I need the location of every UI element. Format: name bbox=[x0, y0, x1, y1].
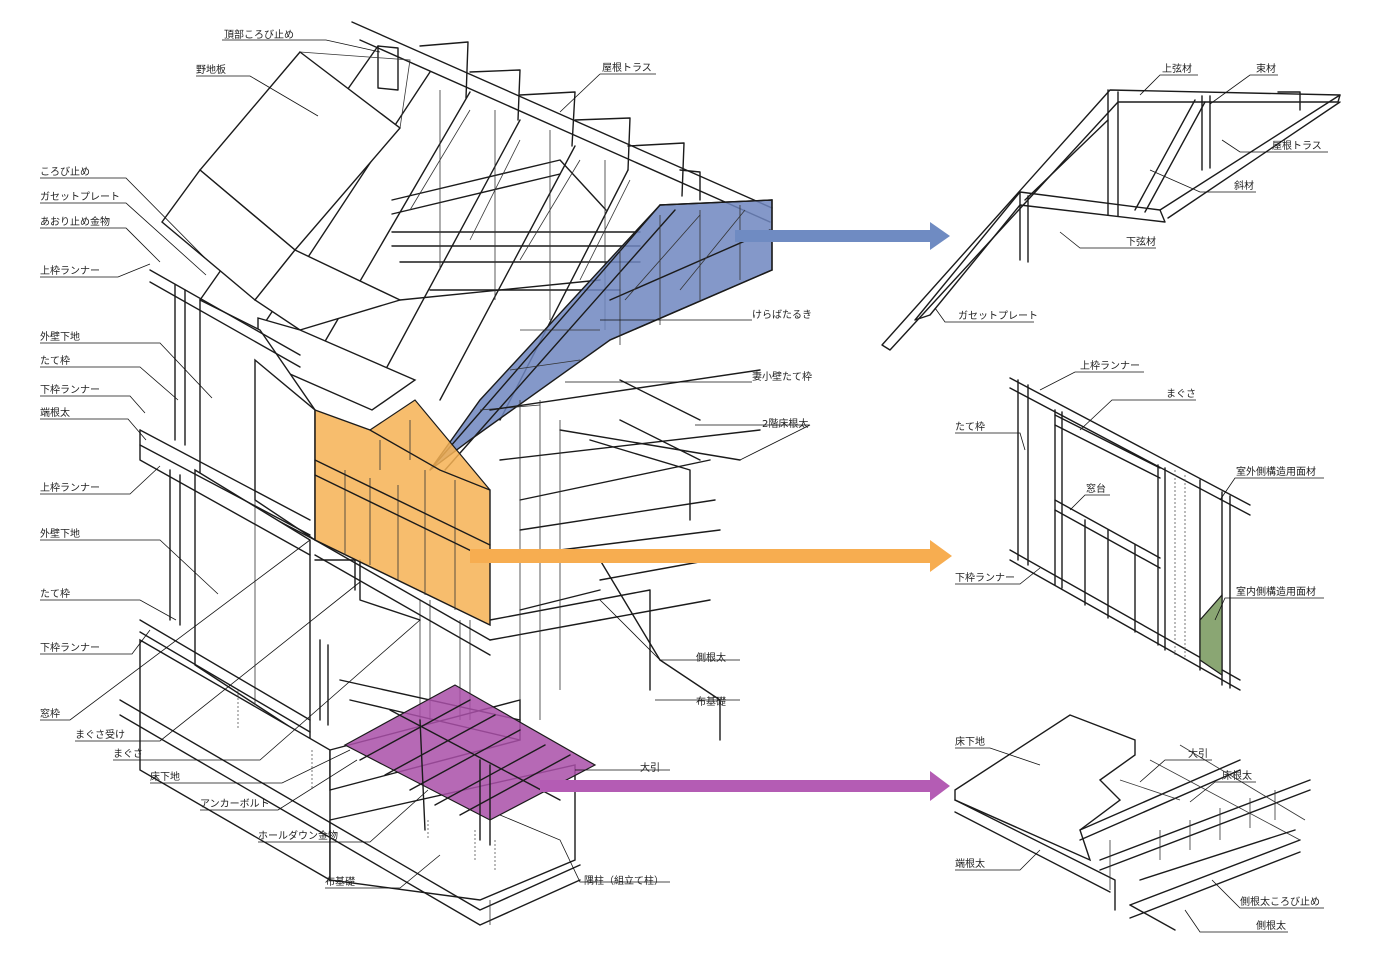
label-top-runner-upper: 上枠ランナー bbox=[40, 264, 100, 277]
label-subfloor: 床下地 bbox=[150, 770, 180, 783]
label-floor-subfloor: 床下地 bbox=[955, 735, 985, 748]
label-floor-side-joist: 側根太 bbox=[1256, 919, 1286, 932]
label-wall-top-runner: 上枠ランナー bbox=[1080, 359, 1140, 372]
label-side-rim-joist: 側根太 bbox=[696, 651, 726, 664]
label-floor-joist: 床根太 bbox=[1222, 769, 1252, 782]
roof-sheathing bbox=[161, 51, 417, 411]
detail-truss bbox=[881, 89, 1341, 351]
labels-left: ころび止め ガセットプレート あおり止め金物 上枠ランナー 外壁下地 たて枠 下… bbox=[40, 166, 355, 888]
detail-wall bbox=[1009, 377, 1251, 691]
label-bottom-runner-lower: 下枠ランナー bbox=[40, 641, 100, 654]
wall-panel-highlight bbox=[314, 399, 491, 627]
label-side-joist-blocking: 側根太ころび止め bbox=[1240, 895, 1320, 908]
label-stud-lower: たて枠 bbox=[40, 587, 70, 600]
label-wall-bottom-runner: 下枠ランナー bbox=[955, 571, 1015, 584]
label-floor-rim-joist: 端根太 bbox=[955, 857, 985, 870]
label-strut: 束材 bbox=[1256, 62, 1276, 75]
label-header: まぐさ bbox=[113, 748, 143, 760]
labels-top: 頂部ころび止め 野地板 屋根トラス bbox=[196, 28, 652, 76]
label-diagonal: 斜材 bbox=[1234, 179, 1254, 192]
label-corner-post: 隅柱（組立て柱） bbox=[584, 874, 664, 887]
label-barge-rafter: けらばたるき bbox=[752, 309, 812, 321]
label-interior-panel: 室内側構造用面材 bbox=[1236, 585, 1316, 598]
label-header-support: まぐさ受け bbox=[75, 729, 125, 741]
detail-floor bbox=[954, 714, 1311, 931]
label-window-frame: 窓枠 bbox=[40, 707, 60, 720]
label-gusset-plate: ガセットプレート bbox=[40, 191, 120, 203]
floor-highlight bbox=[343, 684, 597, 846]
labels-floor-detail: 床下地 大引 床根太 端根太 側根太ころび止め 側根太 bbox=[955, 735, 1320, 932]
label-foundation-right: 布基礎 bbox=[696, 695, 726, 708]
label-bottom-chord: 下弦材 bbox=[1126, 235, 1156, 248]
label-top-chord: 上弦材 bbox=[1162, 62, 1192, 75]
label-stud-upper: たて枠 bbox=[40, 354, 70, 367]
labels-right-of-house: けらばたるき 妻小壁たて枠 2階床根太 側根太 布基礎 大引 隅柱（組立て柱） bbox=[584, 309, 812, 887]
leader-lines bbox=[40, 39, 1328, 933]
label-blocking: ころび止め bbox=[40, 166, 90, 178]
label-rim-joist: 端根太 bbox=[40, 406, 70, 419]
label-hurricane-tie: あおり止め金物 bbox=[40, 215, 110, 228]
label-wall-header: まぐさ bbox=[1166, 388, 1196, 400]
label-hold-down: ホールダウン金物 bbox=[258, 829, 338, 842]
label-roof-truss: 屋根トラス bbox=[602, 61, 652, 74]
label-second-floor-joist: 2階床根太 bbox=[762, 417, 808, 430]
roof-truss-highlight bbox=[429, 199, 773, 471]
label-gable-stud: 妻小壁たて枠 bbox=[752, 370, 812, 383]
label-window-sill: 窓台 bbox=[1086, 482, 1106, 495]
label-truss-detail: 屋根トラス bbox=[1272, 139, 1322, 152]
label-exterior-panel: 室外側構造用面材 bbox=[1236, 465, 1316, 478]
label-wall-sheathing-upper: 外壁下地 bbox=[40, 330, 80, 343]
labels-wall-detail: 上枠ランナー まぐさ たて枠 窓台 室外側構造用面材 下枠ランナー 室内側構造用… bbox=[955, 359, 1316, 598]
label-anchor-bolt: アンカーボルト bbox=[200, 798, 270, 810]
labels-truss-detail: 上弦材 束材 屋根トラス 斜材 下弦材 ガセットプレート bbox=[958, 62, 1322, 322]
label-girder: 大引 bbox=[640, 761, 660, 774]
label-top-ridge-blocking: 頂部ころび止め bbox=[224, 28, 294, 41]
label-wall-sheathing-lower: 外壁下地 bbox=[40, 527, 80, 540]
label-floor-girder: 大引 bbox=[1188, 747, 1208, 760]
floor-joists bbox=[314, 369, 761, 741]
label-gusset-detail: ガセットプレート bbox=[958, 310, 1038, 322]
label-top-runner-lower: 上枠ランナー bbox=[40, 481, 100, 494]
label-foundation-left: 布基礎 bbox=[325, 875, 355, 888]
arrows bbox=[470, 222, 952, 801]
label-wall-stud: たて枠 bbox=[955, 420, 985, 433]
label-roof-sheathing: 野地板 bbox=[196, 63, 226, 76]
label-bottom-runner-upper: 下枠ランナー bbox=[40, 383, 100, 396]
